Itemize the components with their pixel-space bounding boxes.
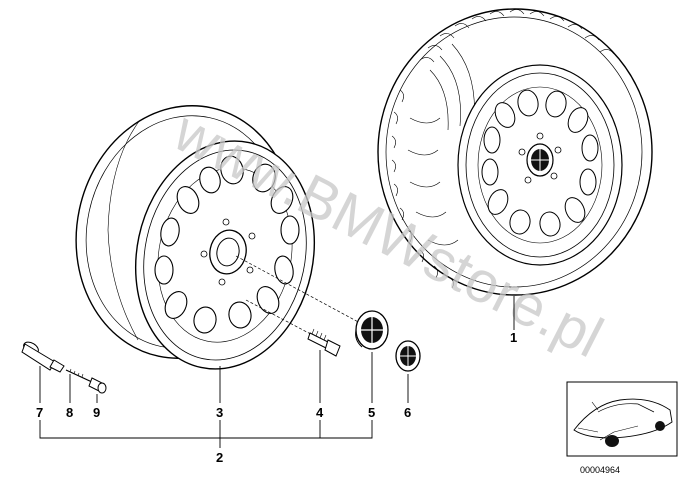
emblem-icon [395,340,421,372]
tire-valve-icon [21,341,65,373]
leader-lines [39,296,515,448]
assembly-line [245,299,323,341]
callout-6: 6 [404,405,411,420]
valve-core-icon [65,368,93,383]
alloy-rim-icon [75,105,316,370]
callout-1: 1 [510,330,517,345]
callout-4: 4 [316,405,324,420]
assembly-line [235,255,363,325]
complete-wheel-icon [377,8,653,296]
car-thumbnail-icon [566,381,678,457]
callout-2: 2 [216,450,223,465]
callout-7: 7 [36,405,43,420]
hub-cap-icon [355,310,389,350]
callout-5: 5 [368,405,375,420]
callout-9: 9 [93,405,100,420]
document-number: 00004964 [580,465,620,475]
valve-cap-icon [88,377,107,394]
wheel-bolt-icon [307,328,341,357]
callout-3: 3 [216,405,223,420]
callout-8: 8 [66,405,73,420]
